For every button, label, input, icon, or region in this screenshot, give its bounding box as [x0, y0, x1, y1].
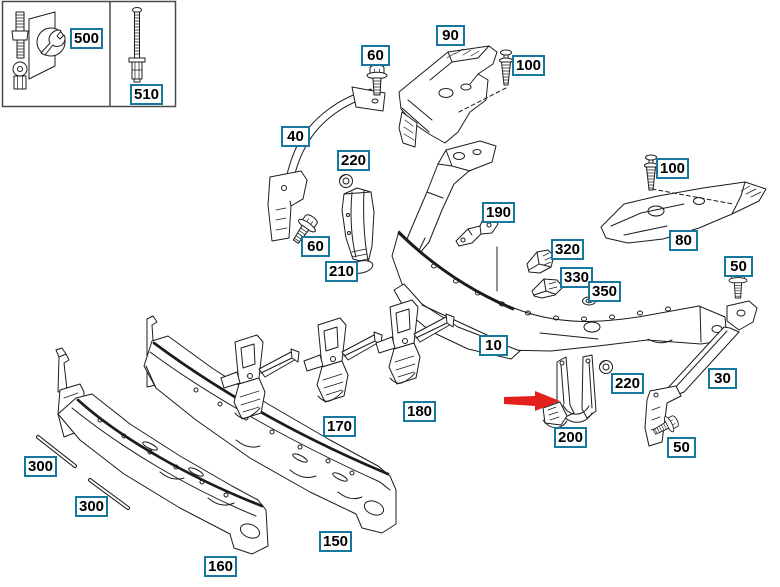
callout-60b[interactable]: 60 [301, 236, 330, 257]
callout-100a[interactable]: 100 [512, 55, 546, 76]
callout-190[interactable]: 190 [482, 202, 516, 223]
part-drawing-190 [455, 216, 499, 292]
callout-500[interactable]: 500 [70, 28, 104, 49]
part-drawing-330 [531, 278, 564, 299]
leader-line-100-top [458, 87, 507, 113]
callout-350[interactable]: 350 [588, 281, 622, 302]
part-drawing-320 [526, 249, 555, 274]
callout-300b[interactable]: 300 [75, 496, 109, 517]
callout-90[interactable]: 90 [436, 25, 465, 46]
callout-100b[interactable]: 100 [656, 158, 690, 179]
socket-screw-icon [12, 61, 28, 90]
rivet-100-top-icon [499, 49, 513, 86]
callout-180[interactable]: 180 [403, 401, 437, 422]
callout-150[interactable]: 150 [319, 531, 353, 552]
callout-30[interactable]: 30 [708, 368, 737, 389]
part-drawing-170 [303, 317, 383, 403]
callout-80[interactable]: 80 [669, 230, 698, 251]
callout-50a[interactable]: 50 [724, 256, 753, 277]
callout-50b[interactable]: 50 [667, 437, 696, 458]
part-drawing-90 [398, 45, 498, 148]
legend-panel [1, 0, 177, 108]
callout-210[interactable]: 210 [325, 261, 359, 282]
callout-40[interactable]: 40 [281, 126, 310, 147]
wrench-circle-icon [36, 27, 66, 57]
callout-170[interactable]: 170 [323, 416, 357, 437]
part-drawing-80 [600, 181, 767, 244]
leader-line-100-right [651, 188, 734, 205]
callout-320[interactable]: 320 [551, 239, 585, 260]
nut-220-right-icon [599, 360, 613, 374]
callout-10[interactable]: 10 [479, 335, 508, 356]
expansion-rivet-icon [128, 7, 146, 83]
callout-510[interactable]: 510 [130, 84, 164, 105]
callout-300a[interactable]: 300 [24, 456, 58, 477]
callout-200[interactable]: 200 [554, 427, 588, 448]
callout-220a[interactable]: 220 [337, 150, 371, 171]
part-drawing-40 [267, 86, 386, 242]
part-drawing-200 [542, 354, 597, 429]
callout-220b[interactable]: 220 [611, 373, 645, 394]
part-drawing-160 [55, 347, 269, 555]
nut-220-left-icon [339, 174, 353, 188]
callout-160[interactable]: 160 [204, 556, 238, 577]
callout-60a[interactable]: 60 [361, 45, 390, 66]
stud-bolt-icon [11, 11, 29, 59]
part-drawing-300-upper [36, 435, 77, 468]
pointer-arrow [504, 391, 560, 411]
callout-330[interactable]: 330 [560, 267, 594, 288]
part-drawing-300-lower [88, 478, 130, 510]
